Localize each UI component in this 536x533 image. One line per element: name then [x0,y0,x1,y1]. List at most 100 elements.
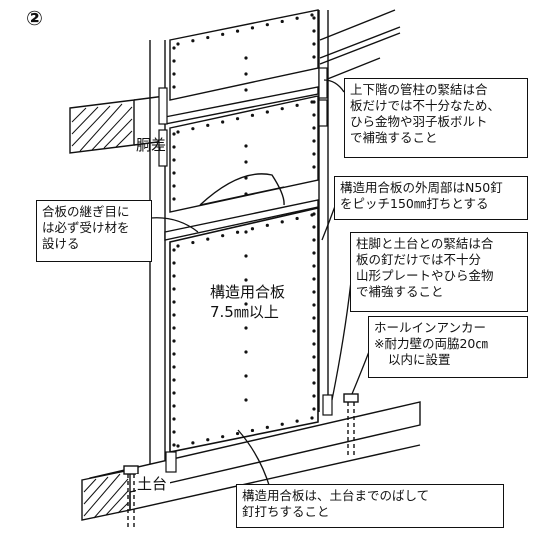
nail-dot [221,32,225,36]
nail-dot [310,213,314,217]
nail-dot [312,355,316,359]
nail-dot [244,326,248,330]
panel-label-line-1: 構造用合板 [210,283,285,301]
nail-dot [221,435,225,439]
nail-dot [172,365,176,369]
callout-line: 構造用合板は、土台までのばして [242,488,430,503]
nail-dot [244,278,248,282]
nail-dot [312,342,316,346]
nail-dot [312,29,316,33]
callout-hold-down: ホールインアンカー ※耐力壁の両脇20㎝ 以内に設置 [368,316,528,378]
callout-line: ※耐力壁の両脇20㎝ [374,336,488,351]
plywood-main [169,206,319,453]
nail-dot [176,444,180,448]
nail-dot [312,303,316,307]
nail-dot [280,107,284,111]
nail-dot [172,248,176,252]
nail-dot [265,425,269,429]
nail-dot [206,237,210,241]
figure-number: ② [26,6,43,30]
callout-line: 板の釘だけでは不十分 [356,252,482,267]
nail-dot [172,313,176,317]
nail-dot [172,274,176,278]
nail-pattern [172,13,316,448]
nail-dot [312,394,316,398]
dosashi-hatch [71,103,133,152]
nail-dot [244,398,248,402]
nail-dot [250,227,255,231]
nail-dot [172,443,176,447]
anchor-bolt-left [123,465,139,530]
nail-dot [310,13,314,17]
nail-dot [312,16,316,20]
upper-right-beam [319,9,401,83]
nail-dot [244,230,248,234]
nail-dot [312,225,316,229]
nail-dot [172,378,176,382]
nail-dot [206,123,210,127]
nail-dot [312,251,316,255]
nail-dot [172,300,176,304]
nail-dot [280,422,284,426]
nail-dot [172,197,176,201]
nail-dot [172,352,176,356]
nail-dot [172,145,176,149]
nail-dot [191,240,195,245]
nail-dot [172,46,176,50]
nail-dot [235,117,240,121]
nail-dot [312,139,316,143]
nail-dot [265,23,269,27]
callout-line: 構造用合板の外周部はN50釘 [340,180,503,195]
callout-line: 以内に設置 [388,352,451,367]
nail-dot [244,350,248,354]
nail-dot [176,42,180,46]
nail-dot [244,254,248,258]
nail-dot [250,428,255,433]
nail-dot [221,120,225,124]
nail-dot [312,368,316,372]
anchor-bolt-right [343,393,359,455]
nail-dot [312,329,316,333]
nail-dot [312,407,316,411]
nail-dot [244,160,248,164]
nail-dot [206,438,210,442]
nail-dot [172,72,176,76]
callout-column-joint: 上下階の管柱の緊結は合 板だけでは不十分なため、 ひら金物や羽子板ボルト で補強… [344,78,528,158]
dosashi-label: 胴差 [136,136,166,154]
panel-label: 構造用合板 7.5㎜以上 [210,283,285,321]
nail-dot [172,85,176,89]
nail-dot [235,431,240,436]
nail-dot [176,244,180,248]
nail-dot [312,381,316,385]
nail-dot [312,264,316,268]
callout-line: ホールインアンカー [374,320,487,335]
callout-line: 柱脚と土台との緊結は合 [356,236,494,251]
callout-line: で補強すること [356,284,444,299]
nail-dot [295,16,299,20]
nail-dot [244,144,248,148]
nail-dot [265,110,269,114]
nail-dot [312,277,316,281]
nail-dot [221,234,225,238]
nail-dot [206,35,210,40]
nail-dot [295,419,299,423]
callout-line: 上下階の管柱の緊結は合 [350,82,488,97]
nail-dot [172,287,176,291]
nail-dot [172,326,176,330]
nail-dot [235,230,240,234]
nail-dot [312,42,316,46]
nail-dot [176,130,180,134]
nail-dot [295,216,299,221]
callout-line: は必ず受け材を [42,220,130,235]
nail-dot [172,339,176,343]
nail-dot [244,56,248,60]
nail-dot [244,302,248,306]
callout-line: で補強すること [350,130,438,145]
nail-dot [312,152,316,156]
callout-line: ひら金物や羽子板ボルト [350,114,488,129]
nail-dot [244,88,248,92]
dodai-hatch [83,473,129,519]
nail-dot [191,127,195,131]
nail-dot [244,72,248,76]
